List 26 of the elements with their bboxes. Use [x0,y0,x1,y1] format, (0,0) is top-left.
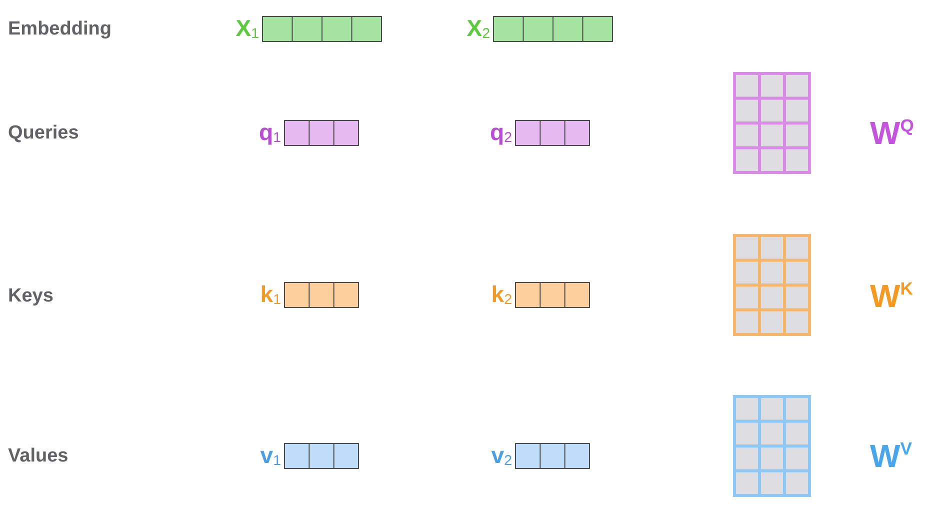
matrix-label: W$^{Q}$ [870,117,914,149]
weight-matrix [733,234,811,336]
vector-label: k$_{2}$ [491,282,512,308]
weight-matrix [733,395,811,497]
vector-label: v$_{1}$ [260,444,281,468]
vector-strip [515,282,590,308]
vector-strip [493,16,613,42]
matrix-label: W$^{V}$ [870,440,912,472]
weight-matrix [733,72,811,174]
vector-strip [284,120,359,146]
vector-label: q$_{2}$ [490,120,512,146]
matrix-label: W$^{K}$ [870,280,913,312]
row-label: Queries [8,124,79,142]
vector-label: q$_{1}$ [259,120,281,146]
row-label: Embedding [8,20,112,38]
vector-strip [284,282,359,308]
vector-label: X$_{2}$ [466,16,490,42]
vector-strip [284,443,359,469]
vector-label: k$_{1}$ [260,282,281,308]
row-label: Keys [8,286,54,306]
vector-label: v$_{2}$ [491,444,512,468]
vector-label: X$_{1}$ [236,16,259,42]
vector-strip [515,443,590,469]
vector-strip [515,120,590,146]
row-label: Values [8,446,68,466]
vector-strip [262,16,382,42]
